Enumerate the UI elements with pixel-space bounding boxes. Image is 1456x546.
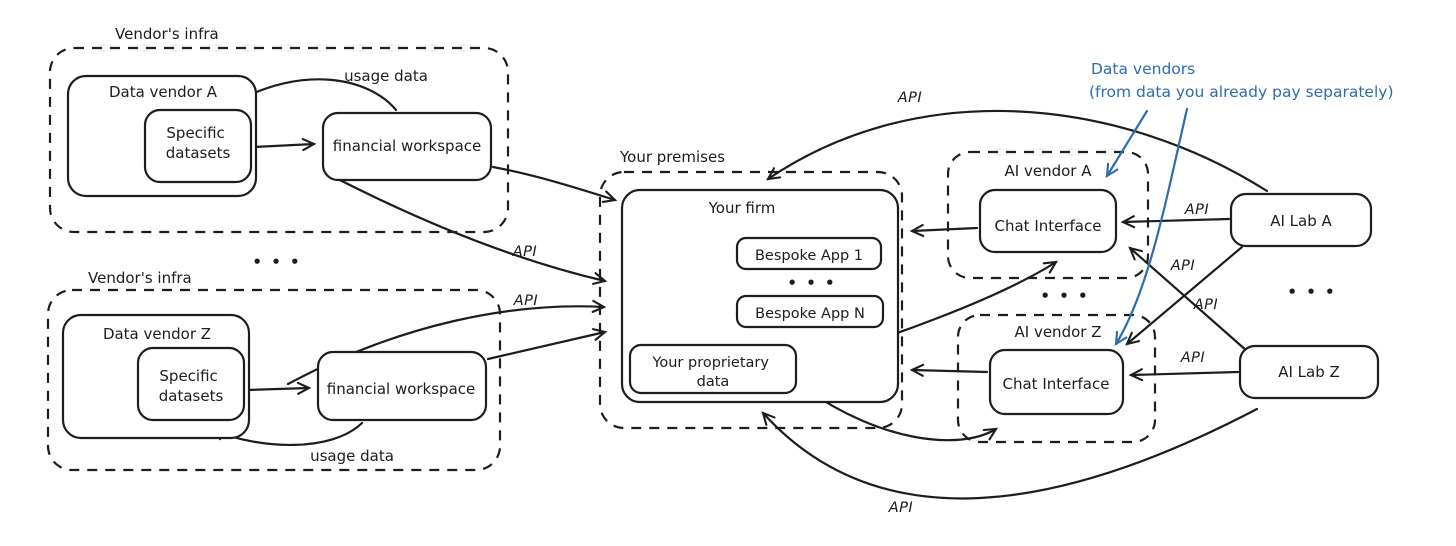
- node-box-your-proprietary-data: [628, 343, 798, 395]
- ellipsis-bespoke-apps: • • •: [787, 274, 836, 292]
- edge-ai-lab-z-api-to-prop-data: [761, 407, 1259, 500]
- label-ai-lab-z: AI Lab Z: [1278, 363, 1340, 381]
- edge-workspace-z-to-firm: [486, 328, 608, 361]
- node-box-bespoke-app-1: [735, 236, 883, 271]
- edge-ai-lab-a-to-chat-z: [1125, 245, 1244, 346]
- annotation-data-vendors-line2: (from data you already pay separately): [1089, 83, 1394, 101]
- edge-usage-data-top: [233, 78, 398, 112]
- label-your-premises: Your premises: [619, 148, 725, 166]
- label-specific-datasets-z: Specific datasets: [159, 367, 224, 405]
- group-box-ai-vendor-a: [946, 150, 1150, 280]
- group-box-vendor-infra-bottom: [46, 288, 502, 472]
- label-bespoke-app-n: Bespoke App N: [755, 306, 865, 322]
- edge-datasets-a-to-workspace-a: [252, 138, 317, 152]
- node-box-chat-interface-a: [978, 188, 1118, 254]
- label-bespoke-app-1: Bespoke App 1: [755, 248, 863, 264]
- edge-annotation-to-ai-vendor-a: [1105, 109, 1149, 178]
- label-chat-interface-a: Chat Interface: [995, 217, 1102, 235]
- edge-datasets-z-to-workspace-z: [245, 381, 312, 395]
- node-box-ai-lab-z: [1238, 344, 1380, 400]
- ellipsis-ai-labs: • • •: [1287, 283, 1336, 301]
- label-api-lab-a: API: [1184, 202, 1209, 218]
- edge-ai-lab-z-to-chat-z: [1128, 368, 1240, 382]
- label-api-lab-z: API: [1180, 350, 1205, 366]
- label-usage-data-bottom: usage data: [310, 447, 394, 465]
- ellipsis-vendor-infra: • • •: [252, 253, 301, 271]
- label-api-left-1: API: [512, 244, 537, 260]
- label-specific-datasets-z-line2: datasets: [159, 387, 224, 405]
- node-box-financial-workspace-z: [316, 350, 488, 422]
- label-your-proprietary-data-line2: data: [697, 374, 730, 390]
- node-box-ai-lab-a: [1229, 192, 1373, 248]
- label-your-firm: Your firm: [708, 199, 776, 217]
- annotation-data-vendors-line1: Data vendors: [1091, 60, 1195, 78]
- label-financial-workspace-z: financial workspace: [327, 380, 476, 398]
- ellipsis-ai-vendors: • • •: [1040, 287, 1089, 305]
- edge-workspace-a-to-firm: [491, 165, 618, 203]
- label-api-diagonal-2: API: [1193, 297, 1218, 313]
- group-box-vendor-infra-top: [48, 46, 510, 234]
- label-your-proprietary-data: Your proprietary data: [651, 355, 773, 390]
- label-vendor-infra-top: Vendor's infra: [115, 25, 219, 43]
- label-ai-vendor-a: AI vendor A: [1005, 162, 1093, 180]
- label-your-proprietary-data-line1: Your proprietary: [651, 355, 769, 371]
- label-specific-datasets-a-line2: datasets: [166, 144, 231, 162]
- node-box-specific-datasets-a: [143, 108, 253, 184]
- edge-workspace-a-api-to-firm: [328, 173, 608, 285]
- label-ai-vendor-z: AI vendor Z: [1015, 323, 1102, 341]
- label-data-vendor-z: Data vendor Z: [103, 325, 211, 343]
- label-specific-datasets-a-line1: Specific: [166, 124, 224, 142]
- group-box-your-premises: [598, 170, 904, 430]
- node-box-specific-datasets-z: [136, 346, 246, 422]
- edge-ai-lab-a-to-chat-a: [1120, 215, 1231, 229]
- label-specific-datasets-z-line1: Specific: [159, 367, 217, 385]
- edge-chat-z-to-firm: [909, 363, 989, 377]
- label-api-bottom: API: [888, 500, 913, 516]
- label-chat-interface-z: Chat Interface: [1003, 375, 1110, 393]
- node-box-bespoke-app-n: [735, 294, 885, 329]
- node-box-financial-workspace-a: [321, 111, 493, 182]
- label-data-vendor-a: Data vendor A: [109, 83, 218, 101]
- node-box-chat-interface-z: [988, 348, 1125, 416]
- group-box-ai-vendor-z: [956, 313, 1157, 444]
- label-ai-lab-a: AI Lab A: [1270, 212, 1332, 230]
- label-usage-data-top: usage data: [344, 67, 428, 85]
- label-financial-workspace-a: financial workspace: [333, 137, 482, 155]
- label-api-left-2: API: [513, 293, 538, 309]
- edge-annotation-to-chat-z: [1114, 107, 1189, 347]
- label-api-diagonal-1: API: [1170, 258, 1195, 274]
- label-api-top: API: [897, 90, 922, 106]
- label-vendor-infra-bottom: Vendor's infra: [88, 269, 192, 287]
- edge-ai-lab-a-api-to-firm: [766, 109, 1269, 193]
- edge-prop-data-to-chat-z: [804, 387, 999, 442]
- edge-chat-a-to-firm: [909, 223, 979, 238]
- label-specific-datasets-a: Specific datasets: [166, 124, 231, 162]
